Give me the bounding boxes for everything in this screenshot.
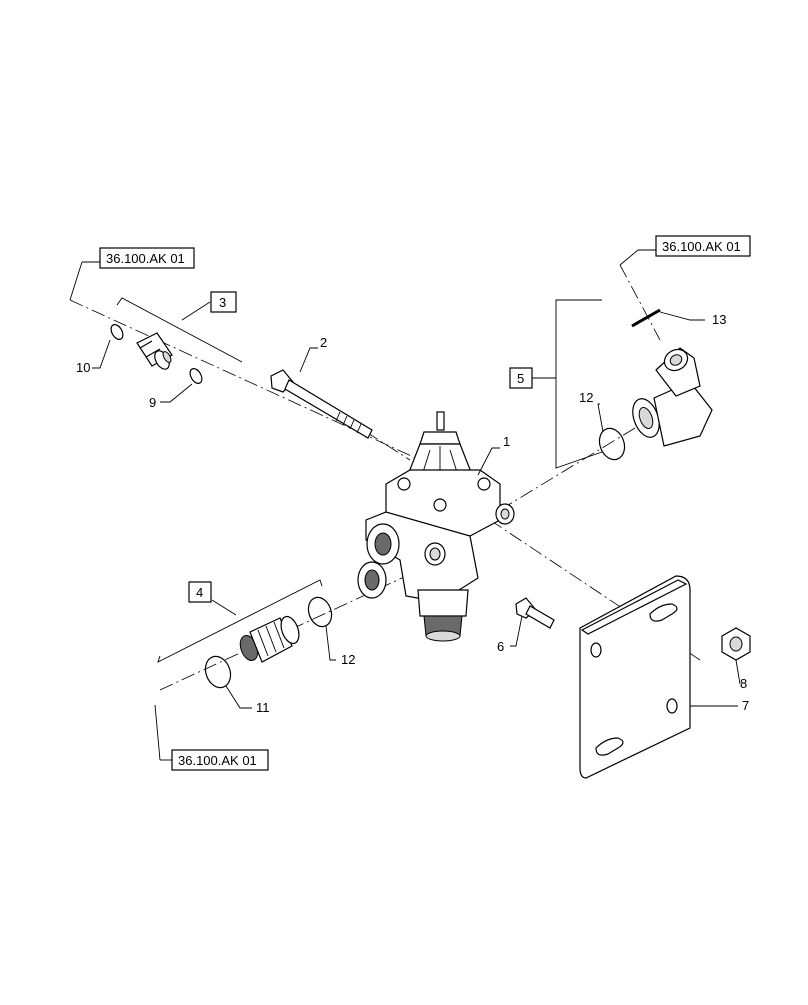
part-12-o-ring-left[interactable]: 12 (305, 594, 356, 667)
part-6-bolt[interactable]: 6 (497, 597, 555, 654)
callout-3: 3 (219, 295, 226, 310)
reference-label: 36.100.AK 01 (662, 239, 741, 254)
callout-13: 13 (712, 312, 726, 327)
group-bracket-5: 5 (509, 299, 603, 469)
part-4-fitting[interactable] (237, 614, 302, 663)
reference-label: 36.100.AK 01 (106, 251, 185, 266)
callout-11: 11 (256, 700, 270, 715)
part-1-valve-body[interactable]: 1 (357, 411, 515, 642)
part-12-o-ring-right[interactable]: 12 (579, 390, 629, 463)
part-10-o-ring[interactable]: 10 (76, 323, 125, 375)
part-5-elbow-fitting[interactable] (628, 345, 713, 447)
callout-8: 8 (740, 676, 747, 691)
callout-7: 7 (742, 698, 749, 713)
callout-10: 10 (76, 360, 90, 375)
reference-top-right[interactable]: 36.100.AK 01 (619, 235, 751, 266)
reference-bottom-left[interactable]: 36.100.AK 01 (154, 704, 269, 771)
group-bracket-4: 4 (157, 579, 323, 663)
reference-label: 36.100.AK 01 (178, 753, 257, 768)
part-11-o-ring[interactable]: 11 (201, 653, 270, 715)
callout-5: 5 (517, 371, 524, 386)
callout-12-left: 12 (341, 652, 355, 667)
callout-1: 1 (503, 434, 510, 449)
part-8-nut[interactable]: 8 (721, 627, 751, 691)
callout-6: 6 (497, 639, 504, 654)
callout-12-right: 12 (579, 390, 593, 405)
part-7-plate[interactable]: 7 (579, 575, 749, 779)
part-3-fitting[interactable] (136, 332, 173, 372)
group-bracket-3: 3 (116, 291, 243, 363)
callout-4: 4 (196, 585, 203, 600)
part-2-bolt[interactable]: 2 (270, 335, 373, 439)
part-9-o-ring[interactable]: 9 (149, 367, 204, 410)
callout-2: 2 (320, 335, 327, 350)
callout-9: 9 (149, 395, 156, 410)
part-13-seal[interactable]: 13 (631, 308, 726, 328)
reference-top-left[interactable]: 36.100.AK 01 (69, 247, 195, 301)
